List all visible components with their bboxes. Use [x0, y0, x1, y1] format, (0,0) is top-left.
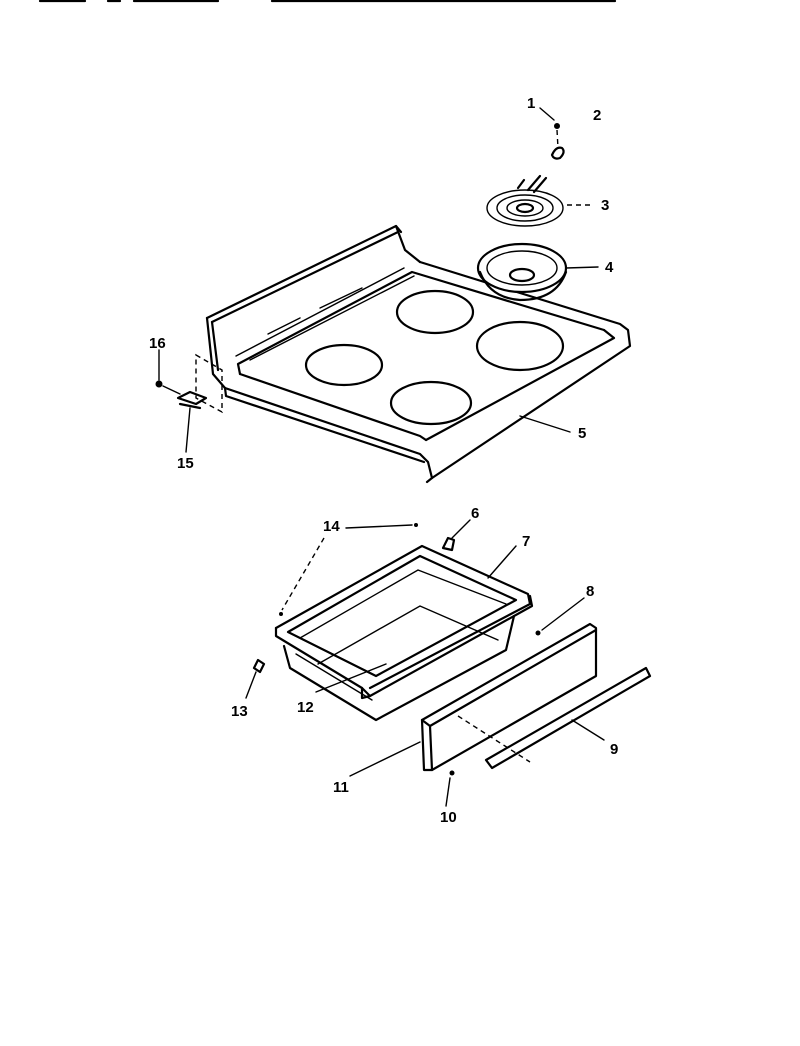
callout-1: 1 [527, 95, 535, 112]
burner-hole-back-left [395, 289, 475, 335]
drawer-front-panel [420, 622, 598, 772]
drawer-hardware [252, 523, 541, 776]
drip-bowl [476, 242, 568, 302]
callout-9: 9 [610, 741, 618, 758]
callout-4: 4 [605, 259, 614, 276]
callout-12: 12 [297, 699, 314, 716]
burner-hole-front-right [389, 380, 473, 426]
burner-hole-back-right [475, 320, 565, 372]
surface-element [486, 174, 564, 227]
callout-2: 2 [593, 107, 601, 124]
bracket-assembly [155, 353, 223, 414]
callout-6: 6 [471, 505, 479, 522]
callout-14: 14 [323, 518, 340, 535]
callout-3: 3 [601, 197, 609, 214]
callout-15: 15 [177, 455, 194, 472]
burner-hole-front-left [304, 343, 384, 387]
callout-10: 10 [440, 809, 457, 826]
trim-strip [484, 666, 652, 770]
callout-11: 11 [333, 779, 349, 796]
callout-7: 7 [522, 533, 530, 550]
cooktop [205, 224, 632, 484]
callout-16: 16 [149, 335, 166, 352]
leader-lines [158, 107, 605, 807]
callout-8: 8 [586, 583, 594, 600]
storage-drawer [274, 544, 534, 722]
callout-5: 5 [578, 425, 586, 442]
callout-labels: 1 2 3 4 5 6 7 8 9 10 11 12 13 14 15 16 [149, 95, 618, 826]
screw-and-clip [550, 123, 565, 160]
callout-13: 13 [231, 703, 248, 720]
